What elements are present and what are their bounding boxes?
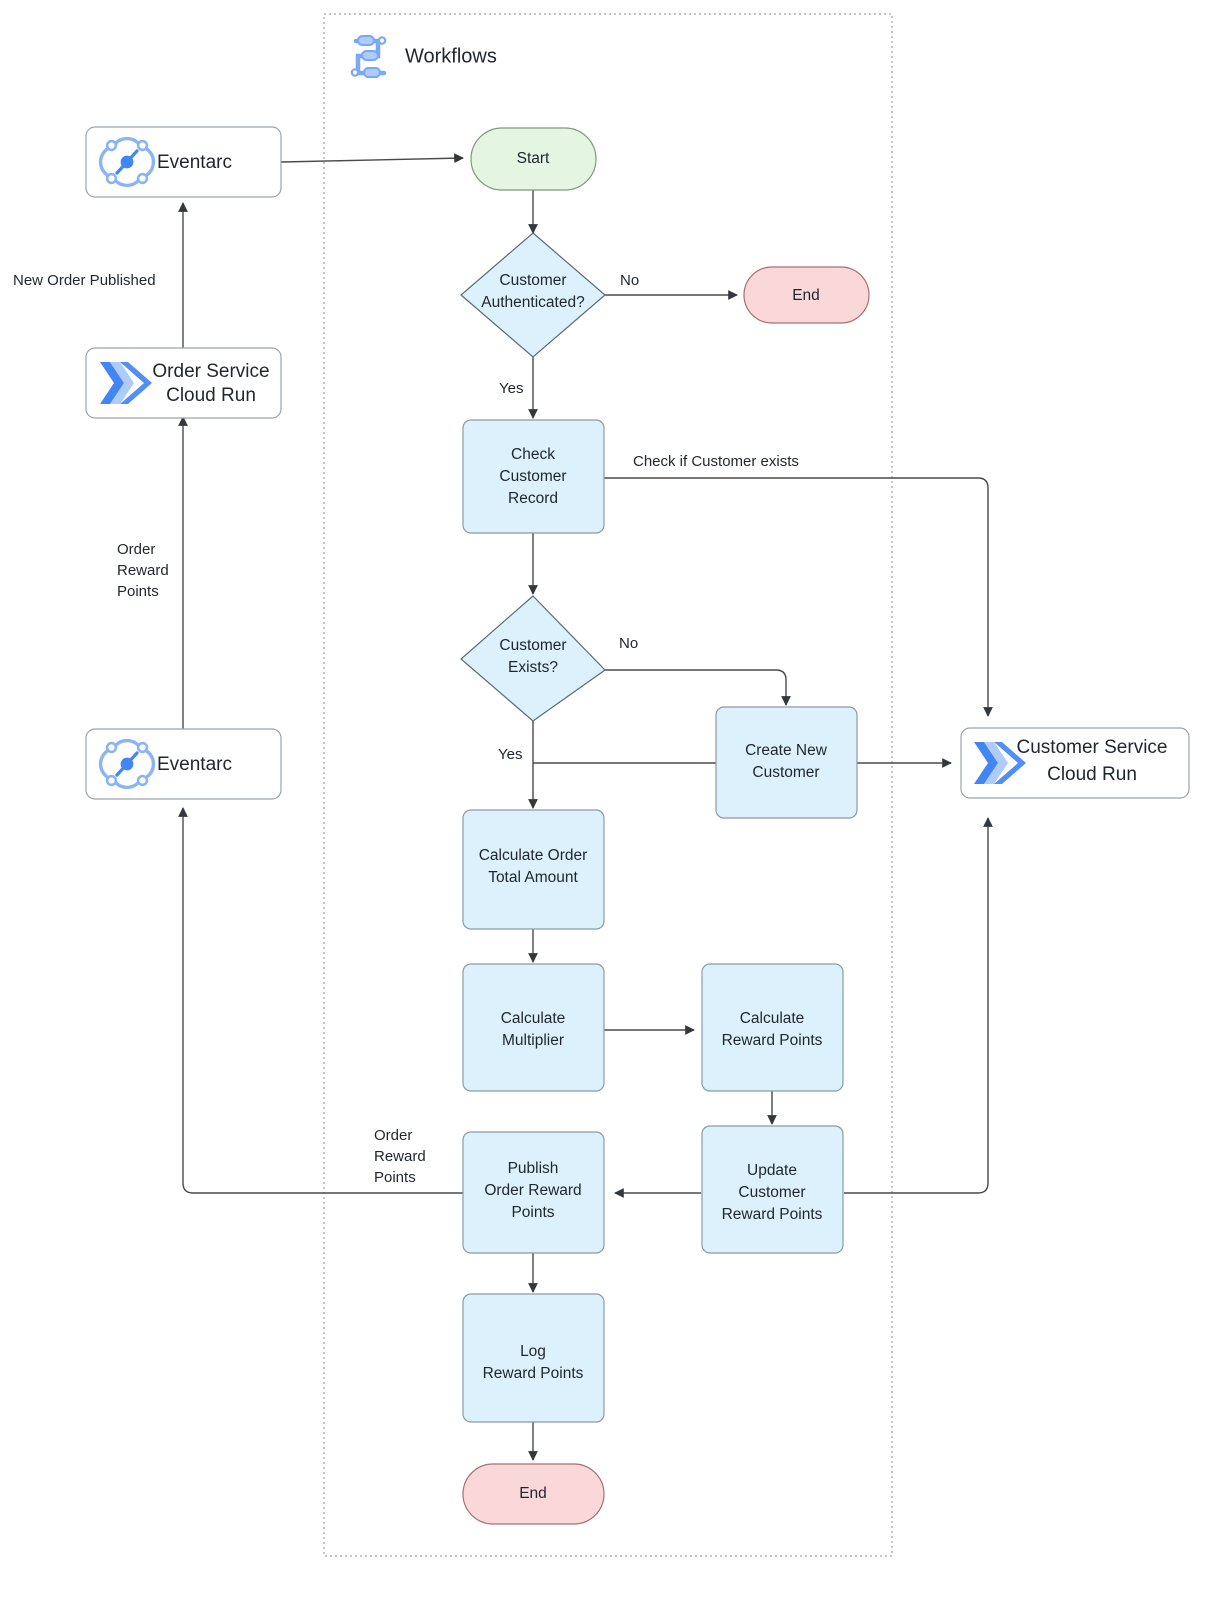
node-update-customer-reward-points[interactable]: Update Customer Reward Points (701, 1125, 844, 1254)
service-customer-service-label-line1: Customer Service (1017, 737, 1168, 758)
node-auth-label-line1: Customer (499, 272, 566, 289)
service-eventarc-top[interactable]: Eventarc (85, 126, 282, 198)
edge-eventarc-to-start (280, 153, 464, 164)
order-reward-points-publish-line1: Order (374, 1127, 412, 1144)
workflows-group-label: Workflows (405, 45, 497, 67)
eventarc-icon (98, 738, 156, 790)
service-order-service-cloud-run[interactable]: Order Service Cloud Run (85, 347, 282, 419)
order-reward-points-publish-line3: Points (374, 1169, 416, 1186)
order-reward-points-left-line1: Order (117, 541, 155, 558)
edge-label-yes-authenticated: Yes (499, 380, 523, 397)
node-end-top-label: End (792, 287, 820, 304)
node-create-label-line1: Create New (745, 742, 828, 759)
node-check-label-line1: Check (511, 446, 555, 463)
node-publish-order-reward-points[interactable]: Publish Order Reward Points (462, 1131, 605, 1254)
node-end-bottom[interactable]: End (462, 1463, 605, 1525)
node-exists-label-line1: Customer (499, 637, 566, 654)
node-calc-rp-label-line1: Calculate (740, 1010, 805, 1027)
edge-label-new-order-published: New Order Published (13, 272, 156, 289)
node-calc-total-label-line2: Total Amount (488, 869, 578, 886)
service-eventarc-top-label: Eventarc (157, 152, 232, 173)
node-multiplier-label-line1: Calculate (501, 1010, 566, 1027)
service-customer-service-cloud-run[interactable]: Customer Service Cloud Run (960, 727, 1190, 799)
order-reward-points-publish-line2: Reward (374, 1148, 426, 1165)
node-customer-exists[interactable]: Customer Exists? (460, 595, 606, 722)
edge-label-no-exists: No (619, 635, 638, 652)
node-publish-label-line1: Publish (508, 1160, 559, 1177)
edge-label-yes-exists: Yes (498, 746, 522, 763)
edge-label-order-reward-points-left: Order Reward Points (117, 541, 169, 600)
node-end-bottom-label: End (519, 1485, 547, 1502)
node-calculate-order-total[interactable]: Calculate Order Total Amount (462, 809, 605, 930)
cloud-run-icon (100, 362, 152, 404)
workflows-icon (350, 35, 387, 78)
node-log-reward-points[interactable]: Log Reward Points (462, 1293, 605, 1423)
node-customer-authenticated[interactable]: Customer Authenticated? (460, 232, 606, 358)
node-log-label-line1: Log (520, 1343, 546, 1360)
service-order-service-label-line2: Cloud Run (166, 385, 256, 406)
node-create-label-line2: Customer (752, 764, 819, 781)
node-calc-total-label-line1: Calculate Order (479, 847, 588, 864)
edge-label-check-if-customer-exists: Check if Customer exists (633, 453, 799, 470)
node-calculate-reward-points[interactable]: Calculate Reward Points (701, 963, 844, 1092)
node-create-new-customer[interactable]: Create New Customer (715, 706, 858, 819)
service-eventarc-bottom-label: Eventarc (157, 754, 232, 775)
node-calc-rp-label-line2: Reward Points (722, 1032, 823, 1049)
eventarc-icon (98, 136, 156, 188)
node-publish-label-line2: Order Reward (484, 1182, 581, 1199)
node-auth-label-line2: Authenticated? (481, 294, 585, 311)
node-log-label-line2: Reward Points (483, 1365, 584, 1382)
node-check-customer-record[interactable]: Check Customer Record (462, 419, 605, 534)
edge-update-to-customer-service (844, 817, 993, 1194)
node-publish-label-line3: Points (511, 1204, 554, 1221)
cloud-run-icon (974, 742, 1026, 784)
node-start[interactable]: Start (470, 127, 597, 191)
edge-exists-no-to-create (605, 669, 791, 706)
service-customer-service-label-line2: Cloud Run (1047, 764, 1137, 785)
service-eventarc-bottom[interactable]: Eventarc (85, 728, 282, 800)
edge-check-to-customer-service (604, 477, 993, 717)
edge-label-order-reward-points-publish: Order Reward Points (374, 1127, 426, 1186)
edge-label-no-authenticated: No (620, 272, 639, 289)
node-check-label-line2: Customer (499, 468, 566, 485)
edge-publish-to-eventarc-bottom (178, 807, 463, 1194)
node-exists-label-line2: Exists? (508, 659, 558, 676)
service-order-service-label-line1: Order Service (152, 361, 269, 382)
node-check-label-line3: Record (508, 490, 558, 507)
node-update-label-line3: Reward Points (722, 1206, 823, 1223)
node-multiplier-label-line2: Multiplier (502, 1032, 564, 1049)
node-update-label-line1: Update (747, 1162, 797, 1179)
node-start-label: Start (517, 150, 550, 167)
node-update-label-line2: Customer (738, 1184, 805, 1201)
order-reward-points-left-line2: Reward (117, 562, 169, 579)
order-reward-points-left-line3: Points (117, 583, 159, 600)
node-end-top[interactable]: End (743, 266, 870, 324)
node-calculate-multiplier[interactable]: Calculate Multiplier (462, 963, 605, 1092)
